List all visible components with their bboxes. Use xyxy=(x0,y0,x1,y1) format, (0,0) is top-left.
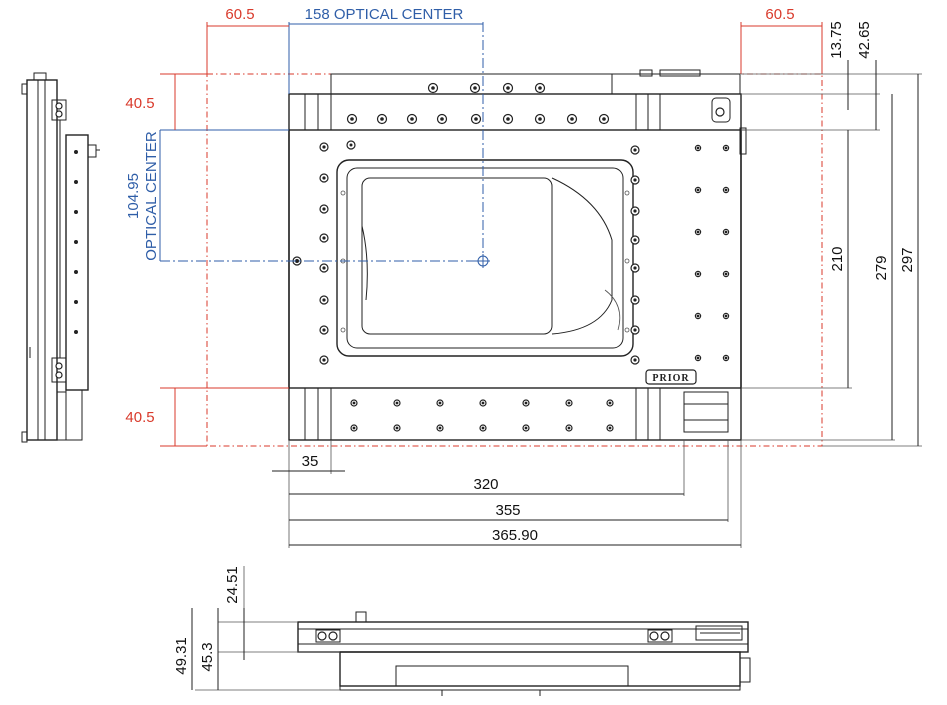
dim-42-65: 42.65 xyxy=(856,21,873,59)
dim-297: 297 xyxy=(899,247,916,272)
mounting-hole-center xyxy=(633,148,637,152)
dim-355: 355 xyxy=(495,502,520,519)
aperture-inner xyxy=(361,177,553,335)
mounting-hole-center xyxy=(724,146,728,150)
mounting-hole-center xyxy=(696,272,700,276)
dim-49-31: 49.31 xyxy=(173,637,190,675)
red-dimensions: 60.5 60.5 40.5 40.5 xyxy=(125,6,823,447)
mounting-hole-center xyxy=(440,117,444,121)
dim-left-margin-top: 60.5 xyxy=(225,6,254,23)
mounting-hole-center xyxy=(438,426,442,430)
mounting-hole-center xyxy=(524,426,528,430)
mounting-hole-center xyxy=(322,266,326,270)
mounting-hole-center xyxy=(724,356,728,360)
black-dimensions: 13.75 42.65 210 279 297 35 320 355 365.9… xyxy=(272,21,922,548)
mounting-hole-center xyxy=(506,117,510,121)
main-top-view: PRIOR xyxy=(206,69,823,447)
mounting-hole-center xyxy=(696,188,700,192)
mounting-hole-center xyxy=(395,401,399,405)
dim-35: 35 xyxy=(302,453,319,470)
mounting-hole-center xyxy=(481,426,485,430)
mounting-hole-center xyxy=(322,207,326,211)
mounting-hole-center xyxy=(352,426,356,430)
mounting-hole-center xyxy=(567,426,571,430)
dim-320: 320 xyxy=(473,476,498,493)
side-view-holes xyxy=(74,150,78,334)
mounting-hole-center xyxy=(567,401,571,405)
mounting-hole-center xyxy=(524,401,528,405)
carriage-left-holes xyxy=(319,142,329,365)
mounting-hole-center xyxy=(633,358,637,362)
dim-optical-center-x: 158 OPTICAL CENTER xyxy=(305,6,464,23)
mounting-hole-center xyxy=(322,328,326,332)
prior-logo: PRIOR xyxy=(652,373,689,384)
mounting-hole-center xyxy=(724,272,728,276)
mounting-hole-center xyxy=(696,356,700,360)
mounting-hole-center xyxy=(724,188,728,192)
dim-210: 210 xyxy=(829,246,846,271)
mounting-hole-center xyxy=(352,401,356,405)
optical-center-markings: 158 OPTICAL CENTER 104.95 OPTICAL CENTER xyxy=(125,6,490,268)
mounting-hole-center xyxy=(633,266,637,270)
carriage-mid-holes xyxy=(630,145,640,365)
dim-optical-center-y-label: OPTICAL CENTER xyxy=(143,131,160,261)
mounting-hole-center xyxy=(696,314,700,318)
mounting-hole-center xyxy=(322,298,326,302)
mounting-hole-center xyxy=(322,358,326,362)
mounting-hole-center xyxy=(481,401,485,405)
left-side-view xyxy=(21,72,100,443)
bottom-rail-holes xyxy=(350,399,614,432)
mounting-hole-center xyxy=(473,86,477,90)
mounting-hole-center xyxy=(506,86,510,90)
mounting-hole-center xyxy=(410,117,414,121)
mounting-hole-center xyxy=(538,86,542,90)
mounting-hole-center xyxy=(570,117,574,121)
dim-45-3: 45.3 xyxy=(199,642,216,671)
mounting-hole-center xyxy=(438,401,442,405)
mounting-hole-center xyxy=(633,328,637,332)
mounting-hole-center xyxy=(724,314,728,318)
dim-365-90: 365.90 xyxy=(492,527,538,544)
dim-right-margin-top: 60.5 xyxy=(765,6,794,23)
bottom-side-view: 24.51 45.3 49.31 xyxy=(173,566,751,696)
mounting-hole-center xyxy=(633,298,637,302)
mounting-hole-center xyxy=(633,178,637,182)
dim-13-75: 13.75 xyxy=(828,21,845,59)
mounting-hole-center xyxy=(474,117,478,121)
dim-24-51: 24.51 xyxy=(224,566,241,604)
mounting-hole-center xyxy=(322,236,326,240)
mounting-hole-center xyxy=(380,117,384,121)
dim-279: 279 xyxy=(873,255,890,280)
mounting-hole-center xyxy=(602,117,606,121)
mounting-hole-center xyxy=(696,146,700,150)
aperture-outer xyxy=(336,159,634,357)
dim-margin-bottom-left: 40.5 xyxy=(125,409,154,426)
mounting-hole-center xyxy=(350,117,354,121)
mounting-hole-center xyxy=(431,86,435,90)
top-rail-holes xyxy=(346,82,610,125)
mounting-hole-center xyxy=(608,401,612,405)
carriage-right-holes xyxy=(694,144,730,362)
stage-carriage xyxy=(288,129,742,389)
mounting-hole-center xyxy=(696,230,700,234)
mounting-hole-center xyxy=(633,238,637,242)
dim-margin-top-left: 40.5 xyxy=(125,95,154,112)
mounting-hole-center xyxy=(322,176,326,180)
mounting-hole-center xyxy=(395,426,399,430)
mounting-hole-center xyxy=(633,209,637,213)
mounting-hole-center xyxy=(724,230,728,234)
mounting-hole-center xyxy=(538,117,542,121)
mounting-hole-center xyxy=(608,426,612,430)
dim-optical-center-y-value: 104.95 xyxy=(125,173,142,219)
mounting-hole-center xyxy=(322,145,326,149)
